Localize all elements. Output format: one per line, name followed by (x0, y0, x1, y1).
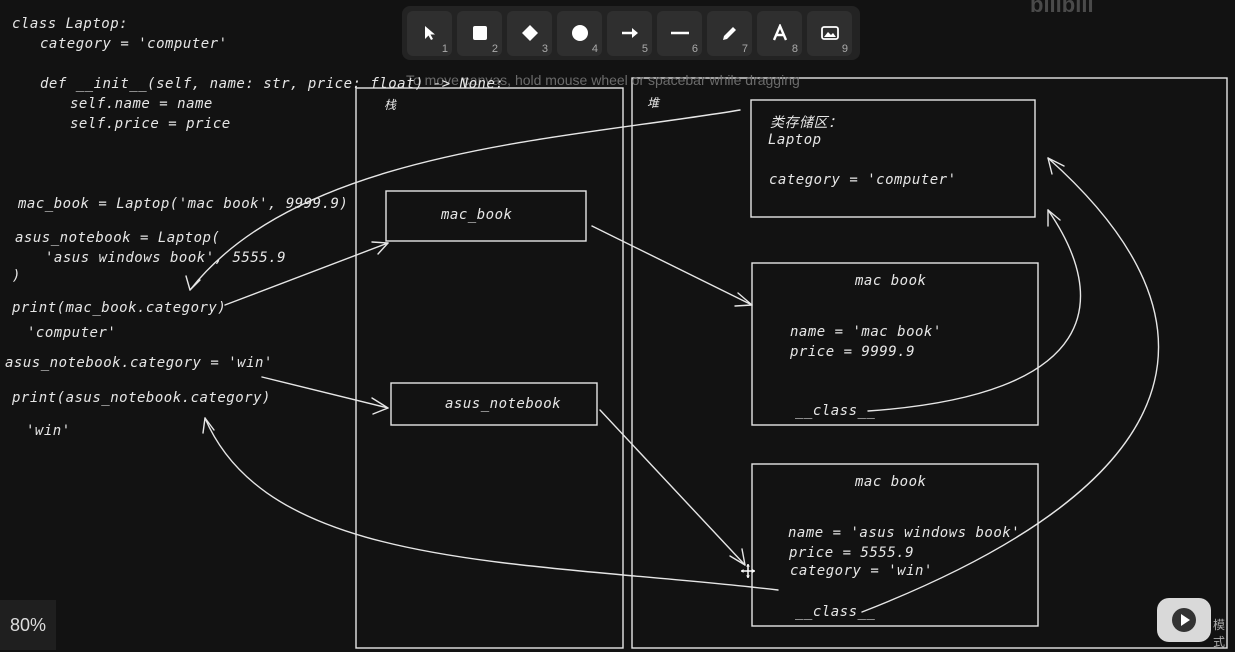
text-tool[interactable]: 8 (757, 10, 802, 56)
tool-shortcut: 9 (841, 42, 848, 55)
draw-tool[interactable]: 7 (707, 10, 752, 56)
obj2-category: category = 'win' (790, 563, 933, 579)
stack-title: 栈 (384, 98, 397, 112)
code-line: category = 'computer' (40, 36, 228, 52)
code-line: def __init__(self, name: str, price: flo… (40, 76, 505, 92)
obj2-name: name = 'asus windows book' (788, 525, 1021, 541)
diamond-tool[interactable]: 3 (507, 10, 552, 56)
pointer-icon (424, 26, 435, 40)
arrow-tool[interactable]: 5 (607, 10, 652, 56)
obj1-name: name = 'mac book' (790, 324, 942, 340)
class-box-attr: category = 'computer' (769, 172, 957, 188)
tool-shortcut: 4 (591, 42, 598, 55)
tool-shortcut: 1 (441, 42, 448, 55)
tool-shortcut: 5 (641, 42, 648, 55)
arrow-icon (621, 28, 638, 38)
code-line: 'asus windows book', 5555.9 (45, 250, 287, 266)
heap-title: 堆 (647, 96, 660, 110)
select-tool[interactable]: 1 (407, 10, 452, 56)
pencil-icon (722, 27, 736, 40)
code-line: ) (12, 268, 21, 284)
tool-shortcut: 7 (741, 42, 748, 55)
code-line: class Laptop: (12, 16, 129, 32)
watermark: bilibili (1030, 0, 1094, 17)
code-line: print(mac_book.category) (12, 300, 227, 316)
code-line: 'win' (26, 423, 71, 439)
obj1-title: mac book (855, 273, 927, 289)
var-box-asus-notebook (390, 382, 598, 426)
code-line: asus_notebook = Laptop( (15, 230, 221, 246)
obj1-class-ref: __class__ (795, 403, 876, 419)
code-line: self.price = price (70, 116, 231, 132)
tool-shortcut: 2 (491, 42, 498, 55)
zoom-level[interactable]: 80% (0, 600, 56, 650)
play-button[interactable] (1157, 598, 1211, 642)
object-box-mac-book (751, 262, 1039, 426)
var-box-mac-book (385, 190, 587, 242)
code-line: mac_book = Laptop('mac book', 9999.9) (18, 196, 349, 212)
obj2-class-ref: __class__ (795, 604, 876, 620)
code-line: self.name = name (70, 96, 213, 112)
code-line: 'computer' (27, 325, 117, 341)
class-storage-box (750, 99, 1036, 218)
rectangle-icon (472, 26, 487, 40)
class-box-name: Laptop (768, 132, 822, 148)
mode-label: 模式 (1213, 618, 1226, 649)
obj2-title: mac book (855, 474, 927, 490)
var-label-asus-notebook: asus_notebook (445, 396, 562, 412)
diamond-icon (521, 25, 538, 41)
rectangle-tool[interactable]: 2 (457, 10, 502, 56)
stack-region (355, 87, 624, 649)
tool-shortcut: 8 (791, 42, 798, 55)
ellipse-tool[interactable]: 4 (557, 10, 602, 56)
obj1-price: price = 9999.9 (790, 344, 916, 360)
canvas-hint: To move canvas, hold mouse wheel or spac… (406, 72, 800, 88)
line-icon (670, 31, 689, 35)
tool-shortcut: 6 (691, 42, 698, 55)
drawing-toolbar: 1 2 3 4 5 6 7 8 9 (402, 6, 860, 60)
text-icon (772, 24, 787, 41)
move-cursor-icon (741, 564, 755, 578)
class-box-title: 类存储区： (770, 115, 843, 131)
heap-region (631, 77, 1228, 649)
obj2-price: price = 5555.9 (789, 545, 915, 561)
image-icon (820, 26, 839, 40)
image-tool[interactable]: 9 (807, 10, 852, 56)
var-label-mac-book: mac_book (441, 207, 513, 223)
tool-shortcut: 3 (541, 42, 548, 55)
arrows (185, 109, 1160, 613)
line-tool[interactable]: 6 (657, 10, 702, 56)
object-box-asus (751, 463, 1039, 627)
ellipse-icon (571, 25, 588, 41)
code-line: print(asus_notebook.category) (12, 390, 271, 406)
play-icon (1172, 608, 1196, 632)
code-line: asus_notebook.category = 'win' (5, 355, 273, 371)
